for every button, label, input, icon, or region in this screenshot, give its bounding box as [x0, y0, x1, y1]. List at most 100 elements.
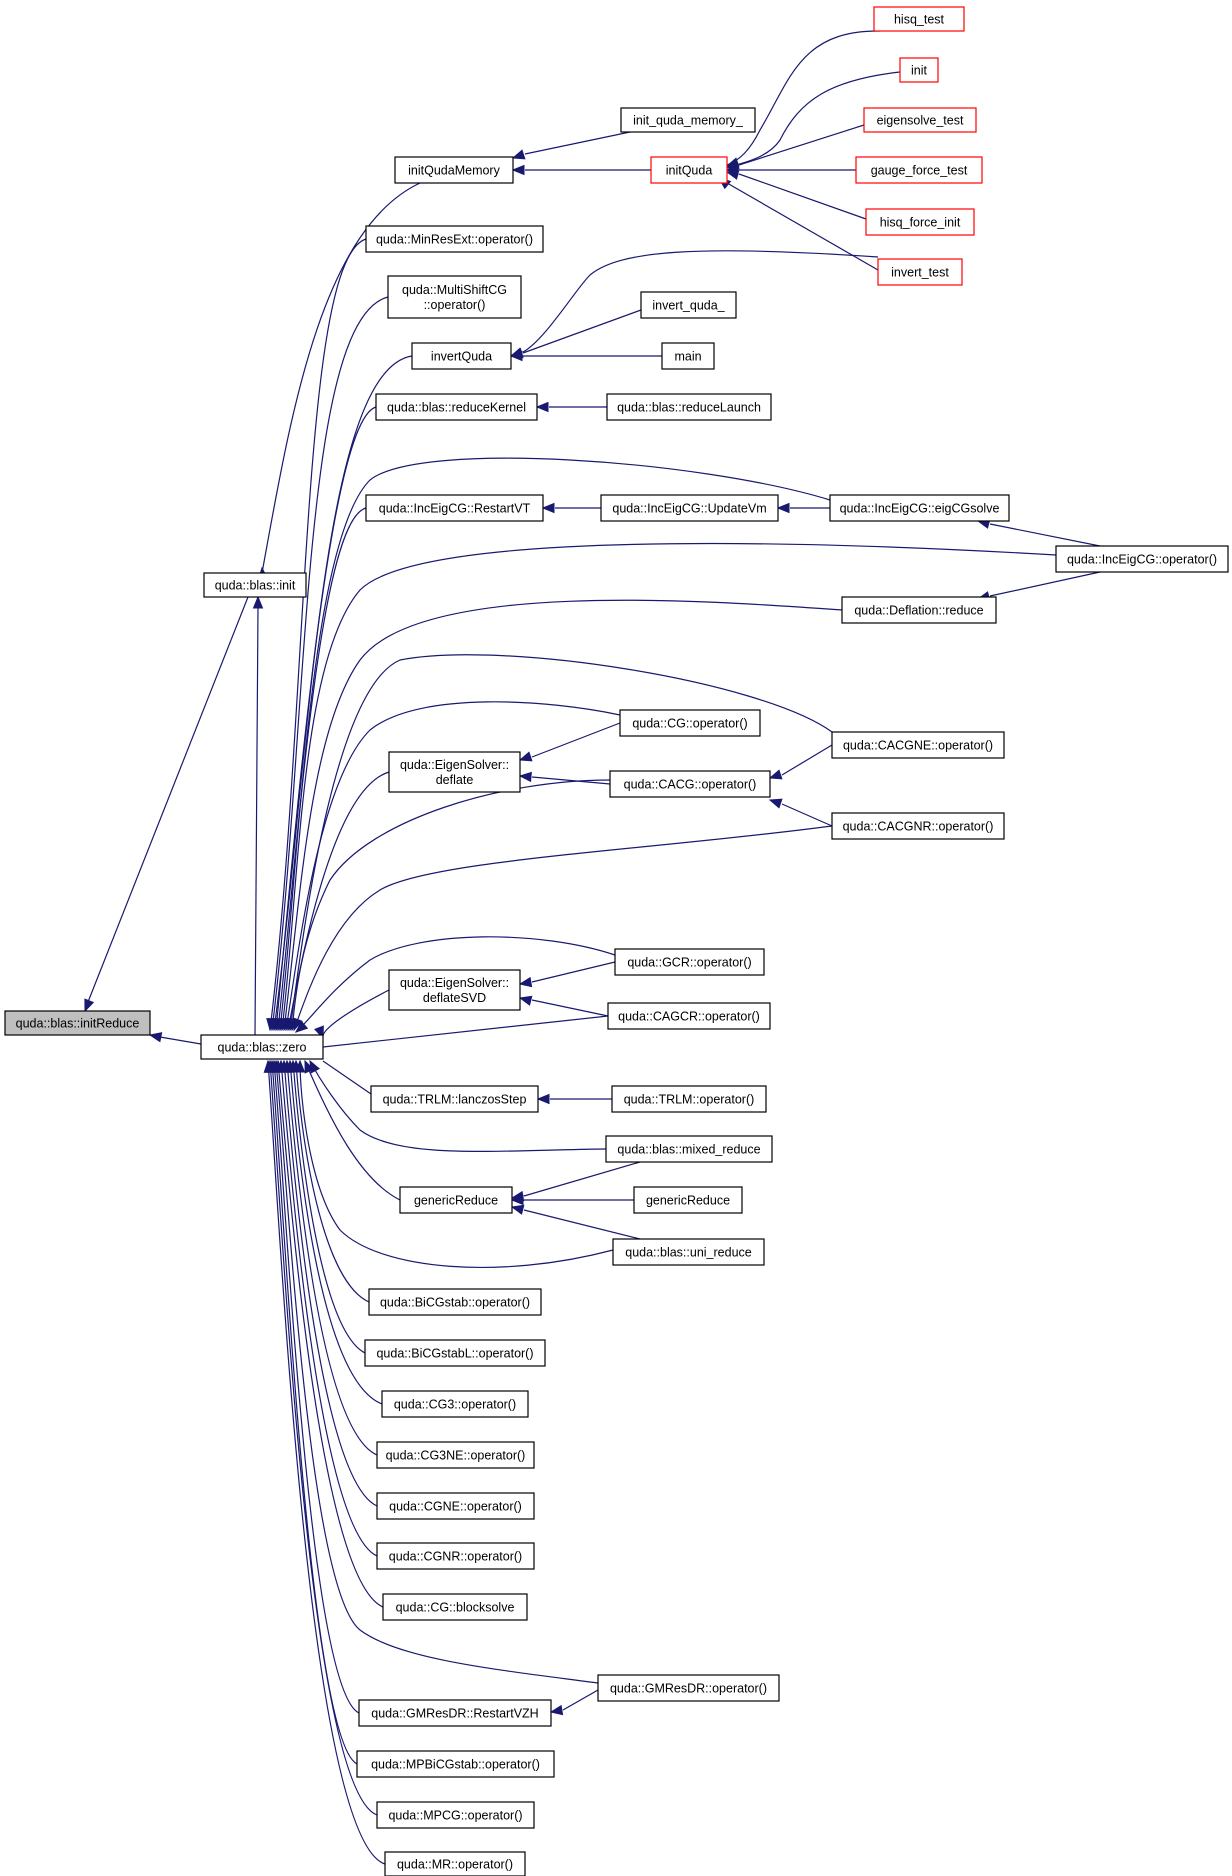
edge-line	[280, 1060, 378, 1557]
node-label: quda::IncEigCG::UpdateVm	[612, 502, 766, 516]
node-inc-eig-op[interactable]: quda::IncEigCG::operator()	[1055, 545, 1229, 573]
node-box	[611, 1085, 767, 1113]
node-bicgstab[interactable]: quda::BiCGstab::operator()	[368, 1288, 542, 1316]
node-update-vm[interactable]: quda::IncEigCG::UpdateVm	[600, 494, 779, 522]
node-trlm-op[interactable]: quda::TRLM::operator()	[611, 1085, 767, 1113]
call-edge-51	[291, 1059, 370, 1303]
edge-line	[522, 309, 642, 354]
node-init-quda-memory-[interactable]: init_quda_memory_	[620, 107, 756, 133]
node-generic-reduce2[interactable]: genericReduce	[633, 1186, 743, 1214]
node-cacgnr-op[interactable]: quda::CACGNR::operator()	[831, 812, 1005, 840]
node-min-res-ext[interactable]: quda::MinResExt::operator()	[365, 225, 544, 253]
call-edge-16	[541, 502, 601, 514]
edge-line	[277, 507, 367, 1031]
node-hisq-force-init[interactable]: hisq_force_init	[865, 208, 975, 236]
node-label: quda::blas::reduceLaunch	[617, 401, 761, 415]
node-cgne[interactable]: quda::CGNE::operator()	[376, 1492, 535, 1520]
edge-line	[292, 1060, 366, 1354]
node-bicgstab-l[interactable]: quda::BiCGstabL::operator()	[364, 1339, 546, 1367]
node-mpcg[interactable]: quda::MPCG::operator()	[376, 1801, 535, 1829]
node-box	[1055, 545, 1229, 573]
call-edge-0	[148, 1032, 202, 1045]
call-edge-9	[725, 164, 856, 176]
node-cacg-op[interactable]: quda::CACG::operator()	[609, 770, 771, 798]
node-deflate-s-v-d[interactable]: quda::EigenSolver::deflateSVD	[388, 969, 521, 1011]
node-label: quda::blas::mixed_reduce	[617, 1143, 760, 1157]
node-label: quda::EigenSolver::	[400, 758, 509, 772]
node-reduce-launch[interactable]: quda::blas::reduceLaunch	[606, 393, 772, 421]
node-cacgne-op[interactable]: quda::CACGNE::operator()	[831, 731, 1005, 759]
edge-line	[738, 124, 865, 166]
node-reduce-kernel[interactable]: quda::blas::reduceKernel	[375, 393, 538, 421]
node-generic-reduce[interactable]: genericReduce	[399, 1186, 513, 1214]
call-edge-29	[510, 1204, 641, 1240]
node-box	[356, 1750, 555, 1778]
edge-arrowhead	[776, 502, 790, 514]
node-label: quda::CG3NE::operator()	[386, 1449, 526, 1463]
node-multi-shift-c-g[interactable]: quda::MultiShiftCG::operator()	[387, 275, 522, 319]
node-label: hisq_force_init	[880, 216, 961, 230]
node-cgnr[interactable]: quda::CGNR::operator()	[376, 1542, 535, 1570]
node-label: quda::GMResDR::operator()	[610, 1682, 767, 1696]
node-box	[605, 1135, 773, 1163]
node-gauge-force-test[interactable]: gauge_force_test	[855, 156, 983, 184]
node-eigensolve-test[interactable]: eigensolve_test	[863, 107, 977, 133]
edge-line	[275, 1060, 599, 1684]
node-gcr-op[interactable]: quda::GCR::operator()	[614, 948, 765, 976]
node-eig-c-gsolve[interactable]: quda::IncEigCG::eigCGsolve	[829, 494, 1010, 522]
node-cg-block[interactable]: quda::CG::blocksolve	[382, 1593, 528, 1621]
edge-arrowhead	[263, 1059, 275, 1073]
node-init-quda-memory[interactable]: initQudaMemory	[394, 156, 514, 184]
node-box	[376, 1441, 535, 1469]
node-label: quda::GCR::operator()	[627, 956, 751, 970]
node-box	[831, 731, 1005, 759]
edge-line	[271, 1060, 358, 1765]
node-cg3[interactable]: quda::CG3::operator()	[381, 1390, 529, 1418]
edge-line	[531, 961, 616, 983]
node-cg-op[interactable]: quda::CG::operator()	[619, 709, 761, 737]
edge-line	[283, 1060, 378, 1507]
node-box	[640, 291, 737, 319]
node-init[interactable]: init	[899, 57, 939, 83]
node-box	[863, 107, 977, 133]
node-cg3ne[interactable]: quda::CG3NE::operator()	[376, 1441, 535, 1469]
node-invert-test[interactable]: invert_test	[877, 258, 963, 286]
node-label: initQudaMemory	[408, 164, 500, 178]
node-label: quda::EigenSolver::	[400, 976, 509, 990]
node-invert-quda-[interactable]: invert_quda_	[640, 291, 737, 319]
edge-line	[283, 599, 843, 1031]
node-init-quda[interactable]: initQuda	[650, 156, 728, 184]
node-label: quda::CGNE::operator()	[389, 1500, 522, 1514]
node-box	[364, 1339, 546, 1367]
node-label: quda::CACGNR::operator()	[843, 820, 994, 834]
edge-arrowhead	[725, 169, 740, 180]
edge-line	[261, 182, 421, 574]
node-label: quda::MPBiCGstab::operator()	[371, 1758, 540, 1772]
node-lanczos-step[interactable]: quda::TRLM::lanczosStep	[370, 1085, 539, 1113]
node-main[interactable]: main	[661, 342, 715, 370]
node-gmresdr-op[interactable]: quda::GMResDR::operator()	[597, 1674, 780, 1702]
node-box	[831, 812, 1005, 840]
call-edge-2	[252, 595, 264, 1036]
node-box	[614, 948, 765, 976]
node-deflate[interactable]: quda::EigenSolver::deflate	[388, 751, 521, 793]
node-restart-v-z-h[interactable]: quda::GMResDR::RestartVZH	[358, 1699, 552, 1727]
node-zero[interactable]: quda::blas::zero	[200, 1034, 324, 1060]
node-invert-quda[interactable]: invertQuda	[411, 342, 512, 370]
node-deflation-reduce[interactable]: quda::Deflation::reduce	[841, 596, 997, 624]
edge-arrowhead	[511, 149, 526, 160]
edge-arrowhead	[518, 771, 532, 783]
node-mr[interactable]: quda::MR::operator()	[384, 1851, 526, 1876]
node-blas-init[interactable]: quda::blas::init	[203, 572, 307, 598]
node-hisq-test[interactable]: hisq_test	[873, 6, 965, 32]
node-restart-v-t[interactable]: quda::IncEigCG::RestartVT	[365, 494, 544, 522]
edge-line	[287, 771, 390, 1031]
node-init-reduce[interactable]: quda::blas::initReduce	[4, 1010, 151, 1036]
node-mixed-reduce[interactable]: quda::blas::mixed_reduce	[605, 1135, 773, 1163]
node-cagcr-op[interactable]: quda::CAGCR::operator()	[607, 1002, 771, 1030]
node-label: quda::blas::uni_reduce	[625, 1246, 752, 1260]
edge-line	[269, 1060, 378, 1816]
node-label: quda::MPCG::operator()	[388, 1809, 522, 1823]
node-uni-reduce[interactable]: quda::blas::uni_reduce	[612, 1238, 765, 1266]
node-mpbicgstab[interactable]: quda::MPBiCGstab::operator()	[356, 1750, 555, 1778]
